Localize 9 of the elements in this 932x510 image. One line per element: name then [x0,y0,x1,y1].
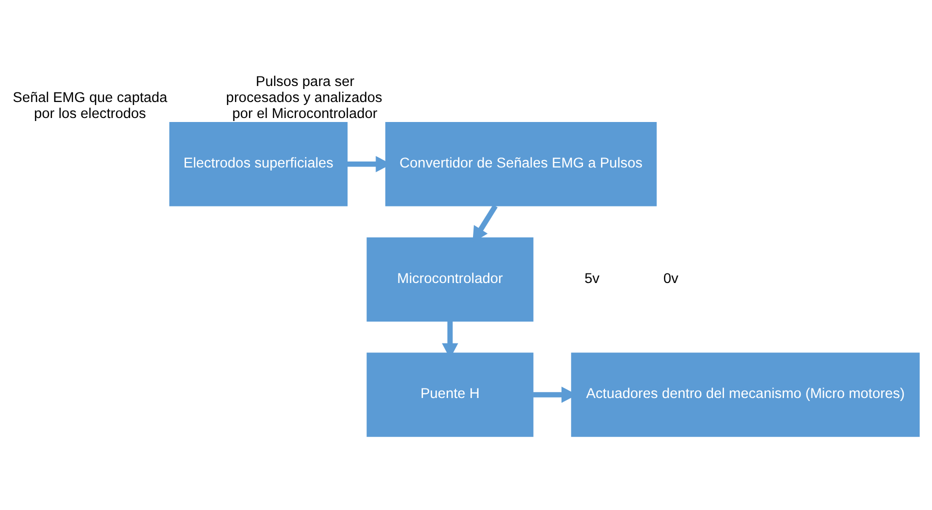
label: 0v [663,270,678,286]
label: 5v [584,270,600,286]
node-label: Señal EMG que captada por los electrodos [12,89,168,122]
node-box: Puente H [366,352,534,436]
node-label: Pulsos para ser procesados y analizados por el Microcontrolador [226,73,382,122]
node-box: Microcontrolador [366,236,534,322]
node-box: Electrodos superficiales [169,122,348,206]
node-box: Actuadores dentro del mecanismo (Micro motores) [571,352,920,436]
node-box: Convertidor de Señales EMG a Pulsos [385,122,657,206]
